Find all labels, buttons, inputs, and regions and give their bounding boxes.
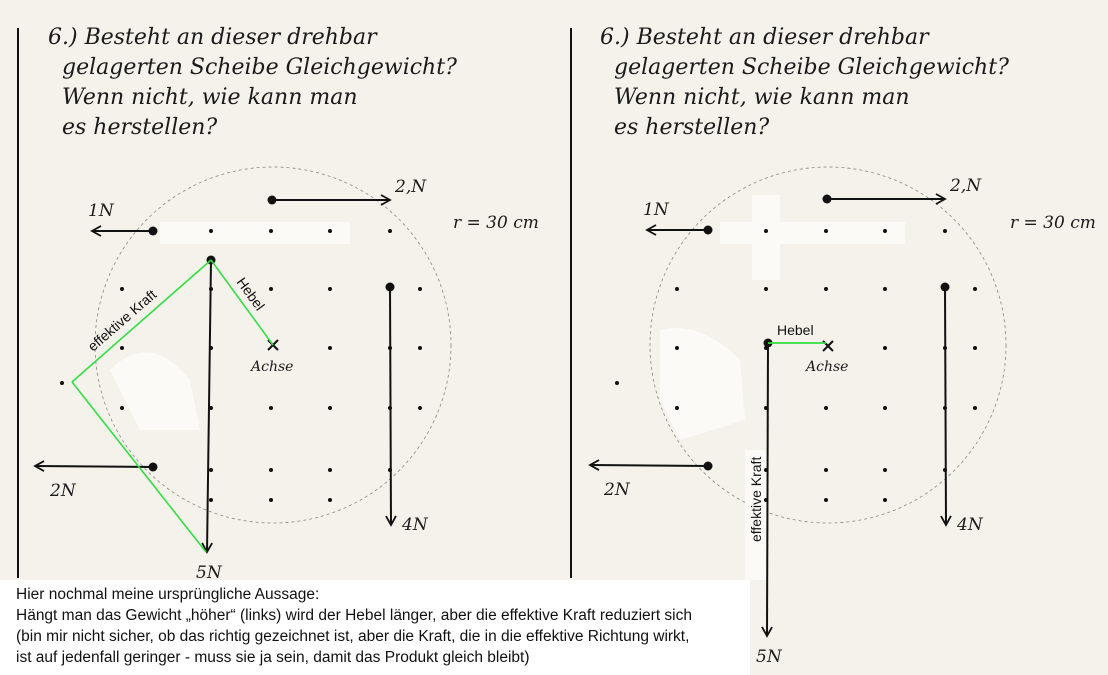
caption-line: (bin mir nicht sicher, ob das richtig ge…: [16, 628, 690, 645]
force-label: 5N: [756, 647, 783, 667]
question-line: 6.) Besteht an dieser drehbar: [48, 25, 378, 50]
grid-dots: [60, 229, 422, 502]
grid-dot: [824, 498, 828, 502]
grid-dot: [764, 287, 768, 291]
grid-dot: [883, 498, 887, 502]
question-line: 6.) Besteht an dieser drehbar: [600, 25, 930, 50]
grid-dot: [269, 229, 273, 233]
radius-label: r = 30 cm: [453, 213, 539, 233]
force-label: 1N: [643, 200, 670, 220]
grid-dot: [269, 468, 273, 472]
question-line: Wenn nicht, wie kann man: [62, 85, 358, 110]
lever-label: Hebel: [234, 274, 268, 313]
grid-dot: [973, 406, 977, 410]
grid-dot: [328, 229, 332, 233]
grid-dot: [418, 287, 422, 291]
grid-dot: [328, 346, 332, 350]
projection-line: [71, 381, 207, 553]
grid-dot: [209, 406, 213, 410]
grid-dot: [943, 229, 947, 233]
grid-dot: [328, 468, 332, 472]
question-line: gelagerten Scheibe Gleichgewicht?: [62, 55, 457, 80]
effective-force-label: effektive Kraft: [748, 457, 764, 542]
grid-dot: [209, 229, 213, 233]
grid-dot: [824, 468, 828, 472]
grid-dot: [209, 498, 213, 502]
grid-dot: [120, 287, 124, 291]
grid-dot: [824, 287, 828, 291]
force-label: 2N: [49, 481, 77, 501]
grid-dot: [269, 287, 273, 291]
disc-outline: [94, 166, 452, 524]
force-arrow-2n-left: [588, 459, 709, 471]
grid-dot: [388, 229, 392, 233]
force-arrow-4n-down: [385, 286, 397, 527]
erased-patch: [745, 450, 767, 580]
grid-dot: [60, 381, 64, 385]
force-label: 2,N: [394, 177, 427, 197]
axis-label: Achse: [804, 359, 848, 375]
force-arrow-4n-down: [940, 286, 952, 527]
radius-label: r = 30 cm: [1010, 213, 1096, 233]
grid-dot: [675, 287, 679, 291]
effective-force-line: [71, 259, 212, 383]
grid-dot: [120, 346, 124, 350]
grid-dot: [883, 287, 887, 291]
disc-outline: [649, 166, 1007, 524]
grid-dot: [764, 229, 768, 233]
force-label: 4N: [401, 515, 429, 535]
grid-dot: [973, 287, 977, 291]
force-label: 2N: [603, 480, 631, 500]
grid-dot: [269, 406, 273, 410]
grid-dots: [615, 229, 977, 502]
grid-dot: [883, 406, 887, 410]
question-line: es herstellen?: [62, 115, 217, 140]
explanation-text: Hier nochmal meine ursprüngliche Aussage…: [0, 580, 750, 675]
grid-dot: [883, 346, 887, 350]
grid-dot: [675, 406, 679, 410]
grid-dot: [824, 406, 828, 410]
grid-dot: [615, 381, 619, 385]
grid-dot: [328, 406, 332, 410]
right-panel: 6.) Besteht an dieser drehbar gelagerten…: [570, 25, 1096, 667]
grid-dot: [209, 468, 213, 472]
lever-label: Hebel: [777, 322, 814, 338]
grid-dot: [120, 406, 124, 410]
erased-patch: [110, 352, 200, 430]
grid-dot: [883, 229, 887, 233]
grid-dot: [883, 468, 887, 472]
force-arrow-5n-down: [201, 259, 213, 554]
grid-dot: [973, 346, 977, 350]
erased-patch: [660, 328, 745, 440]
grid-dot: [418, 406, 422, 410]
caption-line: Hier nochmal meine ursprüngliche Aussage…: [16, 586, 320, 603]
force-label: 1N: [88, 201, 115, 221]
force-label: 4N: [956, 515, 984, 535]
force-label: 5N: [196, 563, 223, 583]
grid-dot: [675, 346, 679, 350]
question-line: gelagerten Scheibe Gleichgewicht?: [614, 55, 1009, 80]
grid-dot: [269, 498, 273, 502]
erased-patch: [720, 222, 905, 244]
grid-dot: [418, 346, 422, 350]
grid-dot: [328, 287, 332, 291]
lever-line: [210, 259, 274, 346]
force-arrow-5n-down: [761, 342, 773, 638]
grid-dot: [328, 498, 332, 502]
caption-line: Hängt man das Gewicht „höher“ (links) wi…: [16, 607, 692, 624]
force-label: 2,N: [949, 176, 982, 196]
question-line: Wenn nicht, wie kann man: [614, 85, 910, 110]
force-arrow-2n-left: [33, 460, 154, 472]
axis-label: Achse: [249, 359, 293, 375]
question-line: es herstellen?: [614, 115, 769, 140]
erased-patch: [160, 222, 350, 244]
left-panel: 6.) Besteht an dieser drehbar gelagerten…: [17, 25, 539, 583]
grid-dot: [824, 229, 828, 233]
effective-force-label: effektive Kraft: [84, 286, 159, 354]
caption-line: ist auf jedenfall geringer - muss sie ja…: [16, 649, 530, 666]
